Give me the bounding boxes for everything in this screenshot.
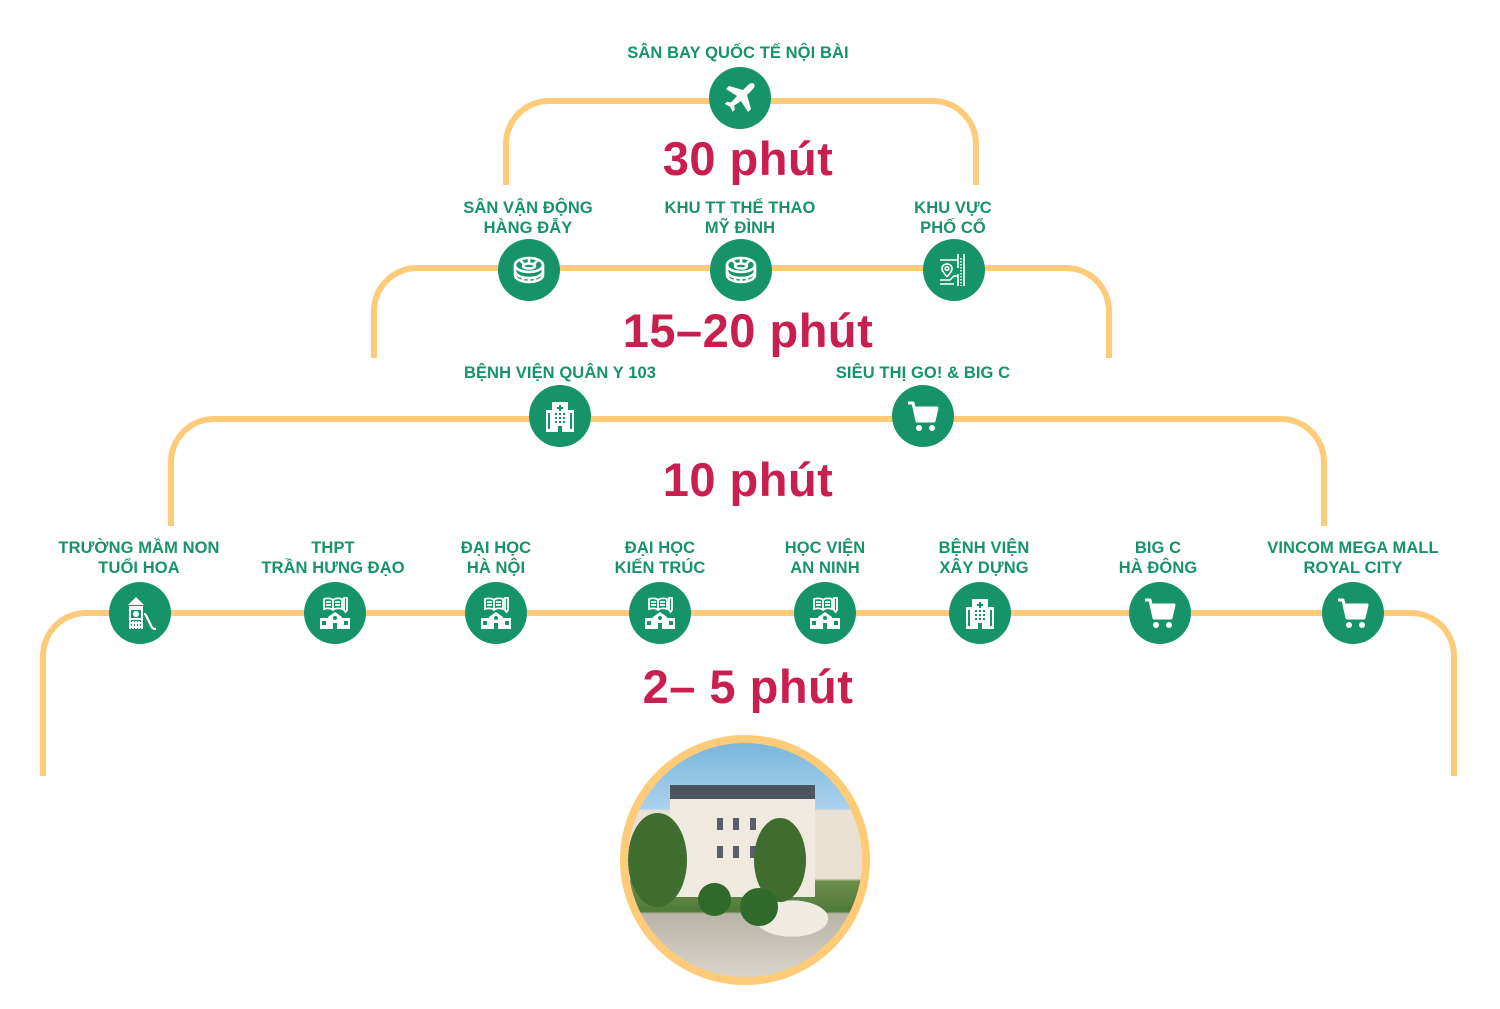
label-line: ROYAL CITY bbox=[1303, 559, 1403, 577]
label-line: TRƯỜNG MẦM NON bbox=[58, 539, 220, 557]
school-icon bbox=[794, 582, 856, 644]
school-icon bbox=[304, 582, 366, 644]
photo-window bbox=[749, 817, 756, 830]
label-line: KHU VỰC bbox=[914, 199, 992, 217]
time-label-10-min: 10 phút bbox=[662, 453, 834, 506]
label-line: PHỐ CỔ bbox=[920, 219, 986, 237]
school-icon bbox=[629, 582, 691, 644]
photo-tree bbox=[754, 817, 806, 903]
destination-label-tuoi-hoa-kindergarten: TRƯỜNG MẦM NON TUỔI HOA bbox=[58, 538, 219, 578]
label-line: ĐẠI HỌC bbox=[460, 539, 532, 557]
photo-window bbox=[716, 845, 723, 858]
label-line: KHU TT THỂ THAO bbox=[664, 199, 816, 217]
destination-label-bigc-ha-dong: BIG C HÀ ĐÔNG bbox=[1119, 538, 1198, 578]
destination-label-noi-bai-airport: SÂN BAY QUỐC TẾ NỘI BÀI bbox=[627, 43, 848, 63]
destination-label-my-dinh-sports: KHU TT THỂ THAO MỸ ĐÌNH bbox=[665, 198, 816, 238]
destination-label-go-bigc-supermarket: SIÊU THỊ GO! & BIG C bbox=[836, 363, 1010, 383]
stadium-icon bbox=[710, 239, 772, 301]
map-pin-streets-icon bbox=[923, 239, 985, 301]
label-line: HÀ NỘI bbox=[466, 559, 526, 577]
photo-window bbox=[733, 817, 740, 830]
label-line: KIẾN TRÚC bbox=[614, 559, 706, 577]
hospital-icon bbox=[949, 582, 1011, 644]
label-line: THPT bbox=[311, 539, 355, 557]
label-line: TUỔI HOA bbox=[98, 559, 180, 577]
hospital-icon bbox=[529, 385, 591, 447]
playground-icon bbox=[109, 582, 171, 644]
destination-label-tran-hung-dao-highschool: THPT TRẦN HƯNG ĐẠO bbox=[261, 538, 404, 578]
label-line: SÂN VẬN ĐỘNG bbox=[463, 199, 593, 217]
destination-label-old-quarter: KHU VỰC PHỐ CỔ bbox=[914, 198, 992, 238]
bracket-10-min bbox=[168, 416, 1327, 526]
destination-label-vincom-royal-city: VINCOM MEGA MALL ROYAL CITY bbox=[1267, 538, 1438, 578]
photo-window bbox=[749, 845, 756, 858]
destination-label-hang-day-stadium: SÂN VẬN ĐỘNG HÀNG ĐẪY bbox=[463, 198, 593, 238]
stadium-icon bbox=[498, 239, 560, 301]
label-line: AN NINH bbox=[790, 559, 860, 577]
photo-tree bbox=[740, 888, 778, 926]
time-label-15-20-min: 15–20 phút bbox=[622, 304, 874, 357]
label-line: SIÊU THỊ GO! & BIG C bbox=[835, 364, 1011, 382]
destination-label-hanoi-university: ĐẠI HỌC HÀ NỘI bbox=[461, 538, 531, 578]
bracket-2-5-min bbox=[40, 610, 1457, 776]
label-line: BỆNH VIỆN QUÂN Y 103 bbox=[463, 364, 657, 382]
shopping-cart-icon bbox=[1322, 582, 1384, 644]
label-line: ĐẠI HỌC bbox=[624, 539, 696, 557]
label-line: SÂN BAY QUỐC TẾ NỘI BÀI bbox=[627, 44, 849, 62]
label-line: HÀNG ĐẪY bbox=[483, 219, 573, 237]
label-line: BỆNH VIỆN bbox=[938, 539, 1030, 557]
time-label-2-5-min: 2– 5 phút bbox=[642, 660, 854, 713]
label-line: XÂY DỰNG bbox=[939, 559, 1029, 577]
shopping-cart-icon bbox=[892, 385, 954, 447]
photo-tree bbox=[628, 813, 687, 907]
photo-tree bbox=[698, 883, 731, 917]
label-line: MỸ ĐÌNH bbox=[704, 219, 776, 237]
destination-label-construction-hospital: BỆNH VIỆN XÂY DỰNG bbox=[939, 538, 1030, 578]
destination-label-architecture-university: ĐẠI HỌC KIẾN TRÚC bbox=[615, 538, 706, 578]
destination-label-military-hospital-103: BỆNH VIỆN QUÂN Y 103 bbox=[464, 363, 656, 383]
label-line: BIG C bbox=[1134, 539, 1182, 557]
photo-window bbox=[733, 845, 740, 858]
time-label-30-min: 30 phút bbox=[662, 132, 834, 185]
photo-window bbox=[716, 817, 723, 830]
shopping-cart-icon bbox=[1129, 582, 1191, 644]
destination-label-security-academy: HỌC VIỆN AN NINH bbox=[785, 538, 866, 578]
label-line: HỌC VIỆN bbox=[784, 539, 866, 557]
label-line: VINCOM MEGA MALL bbox=[1267, 539, 1439, 557]
label-line: TRẦN HƯNG ĐẠO bbox=[261, 559, 405, 577]
school-icon bbox=[465, 582, 527, 644]
airplane-icon bbox=[709, 67, 771, 129]
label-line: HÀ ĐÔNG bbox=[1118, 559, 1198, 577]
project-rendering-photo bbox=[620, 735, 870, 985]
